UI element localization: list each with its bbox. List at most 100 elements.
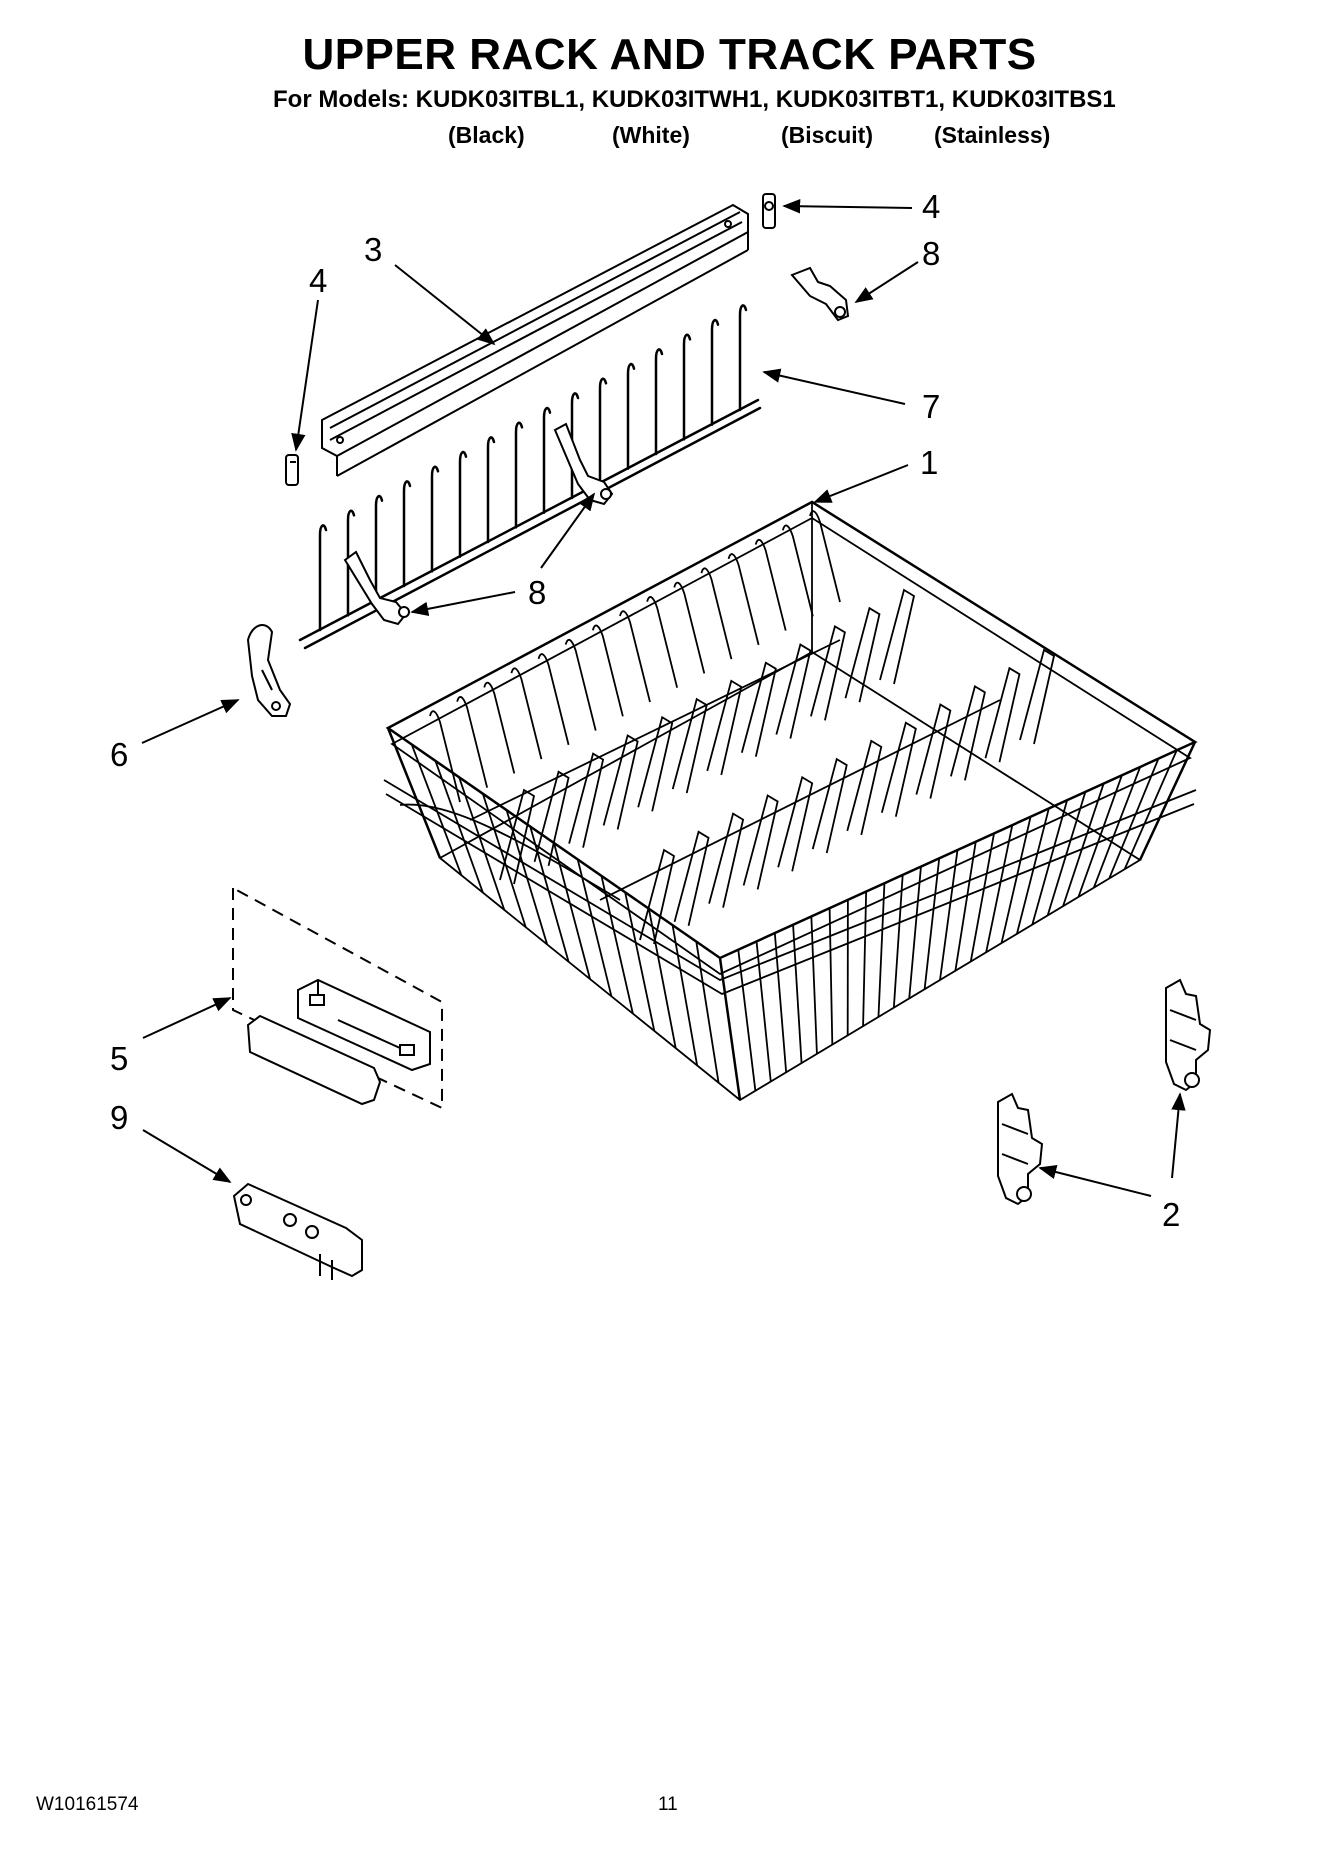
rack-wire — [619, 610, 651, 703]
rack-wire — [755, 941, 772, 1082]
tine-wire — [738, 304, 748, 412]
rack-wire — [529, 826, 570, 962]
rack-wire — [537, 653, 570, 746]
tine-wire — [654, 348, 664, 456]
rack-wire — [434, 760, 484, 893]
models-line: For Models: KUDK03ITBL1, KUDK03ITWH1, KU… — [273, 86, 1116, 113]
rack-wire — [706, 679, 743, 776]
tine-wire — [682, 333, 692, 441]
rack-wire — [908, 866, 922, 999]
part-5-handle-assembly — [232, 886, 443, 1110]
rack-wire — [533, 770, 570, 867]
rack-wire — [719, 957, 741, 1101]
rack-wire — [1108, 758, 1160, 879]
rack-wire — [564, 638, 597, 731]
part-2-rack-adjuster-right — [1165, 978, 1212, 1092]
rack-wire — [727, 553, 760, 646]
rack-wire — [810, 624, 846, 721]
rack-wire — [639, 848, 676, 945]
rack-wire — [646, 596, 679, 688]
color-variant-black: (Black) — [448, 122, 525, 148]
rack-wire — [673, 581, 706, 674]
rack-wire — [862, 891, 868, 1027]
rack-wire — [1000, 816, 1032, 944]
rack-wire — [602, 734, 639, 830]
rack-wire — [600, 875, 634, 1014]
rack-wire — [671, 697, 708, 794]
callout-8-bottom: 8 — [528, 574, 546, 611]
rack-wire — [792, 924, 803, 1064]
rack-wire — [673, 830, 710, 927]
rack-wire — [775, 643, 812, 739]
callout-6: 6 — [110, 736, 128, 773]
tine-wire — [570, 392, 580, 500]
rack-wire — [754, 538, 787, 631]
rack-wire — [458, 776, 506, 911]
rack-wire — [429, 710, 461, 803]
part-8-rack-clip-bottom — [343, 422, 614, 626]
rack-wire — [483, 681, 516, 774]
part-7-tine-row — [298, 304, 762, 650]
rack-wire — [708, 812, 745, 908]
rack-wire — [781, 524, 814, 617]
color-variant-stainless: (Stainless) — [934, 122, 1051, 148]
tine-wire — [514, 421, 524, 529]
rack-wire — [1139, 741, 1196, 861]
rack-wire — [844, 606, 881, 703]
callout-5: 5 — [110, 1040, 128, 1077]
rack-wire — [671, 924, 699, 1066]
tine-wire — [402, 480, 412, 588]
tine-wire — [710, 318, 720, 426]
rack-wire — [923, 858, 941, 990]
part-8-rack-clip-top — [790, 266, 850, 322]
rack-wire — [1031, 799, 1068, 925]
page-number: 11 — [658, 1794, 678, 1815]
tine-wire — [626, 362, 636, 470]
leader-lines — [141, 199, 1186, 1197]
rack-wire — [591, 624, 624, 717]
callout-9: 9 — [110, 1099, 128, 1136]
color-variant-biscuit: (Biscuit) — [781, 122, 873, 148]
part-6-tine-pivot-clip — [246, 624, 292, 717]
rack-wire — [877, 883, 886, 1017]
rack-wire — [637, 715, 674, 812]
rack-wire — [1046, 791, 1087, 916]
tine-wire — [486, 436, 496, 544]
callout-2: 2 — [1162, 1196, 1180, 1233]
rack-wire — [1019, 648, 1056, 745]
rack-wire — [1093, 766, 1142, 889]
rack-wire — [742, 794, 779, 890]
part-1-upper-rack — [383, 500, 1198, 1102]
rack-wire — [846, 739, 883, 836]
rack-wire — [647, 908, 677, 1049]
rack-wire — [954, 841, 977, 971]
rack-wire — [828, 908, 834, 1045]
rack-wire — [499, 788, 536, 885]
rack-wire — [510, 667, 543, 760]
rack-wire — [387, 727, 441, 859]
rack-wire — [809, 510, 841, 603]
rack-wire — [880, 721, 917, 817]
tine-wire — [374, 494, 384, 602]
tine-wire — [346, 509, 356, 617]
callout-7: 7 — [922, 388, 940, 425]
part-4-end-cap-right — [762, 193, 776, 229]
rack-wire — [624, 892, 656, 1032]
rack-wire — [879, 588, 916, 685]
tine-wire — [318, 524, 328, 632]
rack-wire — [811, 757, 848, 854]
tine-wire — [542, 406, 552, 514]
part-4-end-cap-left — [285, 454, 299, 486]
rack-wire — [773, 933, 788, 1073]
tine-wire — [598, 377, 608, 485]
rack-wire — [1077, 774, 1123, 898]
rack-wire — [985, 824, 1014, 953]
rack-wire — [553, 842, 591, 980]
rack-wire — [984, 666, 1021, 763]
rack-wire — [915, 703, 952, 799]
rack-wire — [892, 874, 904, 1008]
rack-wire — [695, 941, 720, 1083]
rack-wire — [810, 916, 818, 1054]
color-variant-white: (White) — [612, 122, 690, 148]
